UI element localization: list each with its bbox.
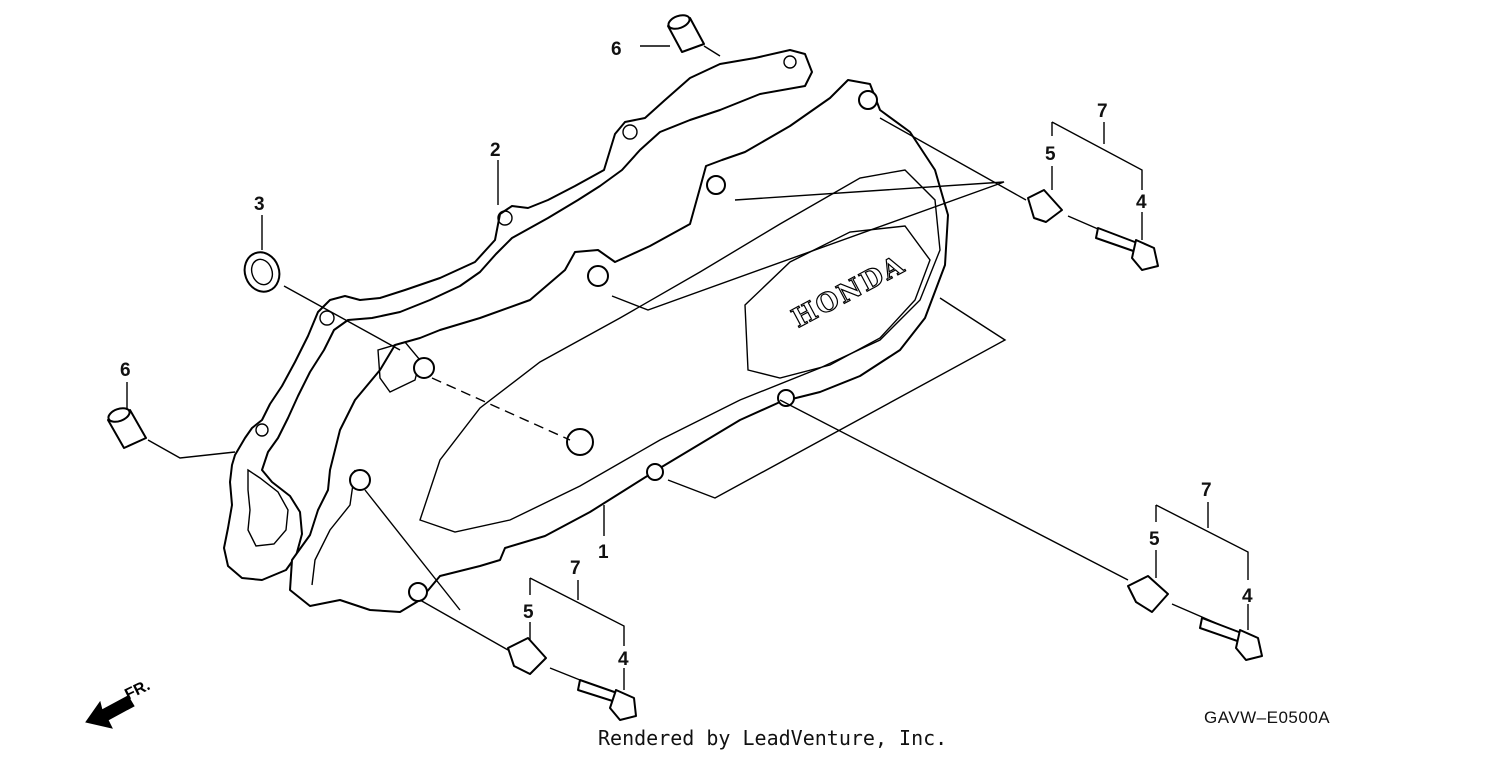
diagram-code: GAVW–E0500A (1204, 708, 1331, 727)
bolt-assembly-lower-right[interactable] (1127, 575, 1263, 661)
leader-lines (126, 45, 1249, 690)
callout-4-lower-center: 4 (618, 649, 629, 670)
front-direction-arrow: FR. (85, 677, 153, 729)
left-crankcase-cover[interactable]: HONDA (289, 79, 949, 613)
dowel-pin-upper[interactable] (667, 13, 705, 53)
callout-2: 2 (490, 140, 501, 161)
callout-6-left: 6 (120, 360, 131, 381)
callout-3: 3 (254, 194, 265, 215)
callout-5-upper: 5 (1045, 144, 1056, 165)
callout-7-upper: 7 (1097, 101, 1108, 122)
bolt-assembly-lower-center[interactable] (507, 637, 637, 721)
oil-seal[interactable] (239, 247, 285, 296)
front-direction-label: FR. (122, 677, 153, 704)
bolt-assembly-upper[interactable] (1027, 189, 1159, 271)
callout-5-lower-right: 5 (1149, 529, 1160, 550)
callout-4-lower-right: 4 (1242, 586, 1253, 607)
callout-4-upper: 4 (1136, 192, 1147, 213)
callout-5-lower-center: 5 (523, 602, 534, 623)
callout-7-lower-right: 7 (1201, 480, 1212, 501)
credit-text: Rendered by LeadVenture, Inc. (598, 726, 948, 750)
gasket[interactable] (223, 49, 813, 581)
callout-7-lower-center: 7 (570, 558, 581, 579)
dowel-pin-left[interactable] (107, 406, 147, 449)
callout-1: 1 (598, 542, 609, 563)
callout-6-upper: 6 (611, 39, 622, 60)
